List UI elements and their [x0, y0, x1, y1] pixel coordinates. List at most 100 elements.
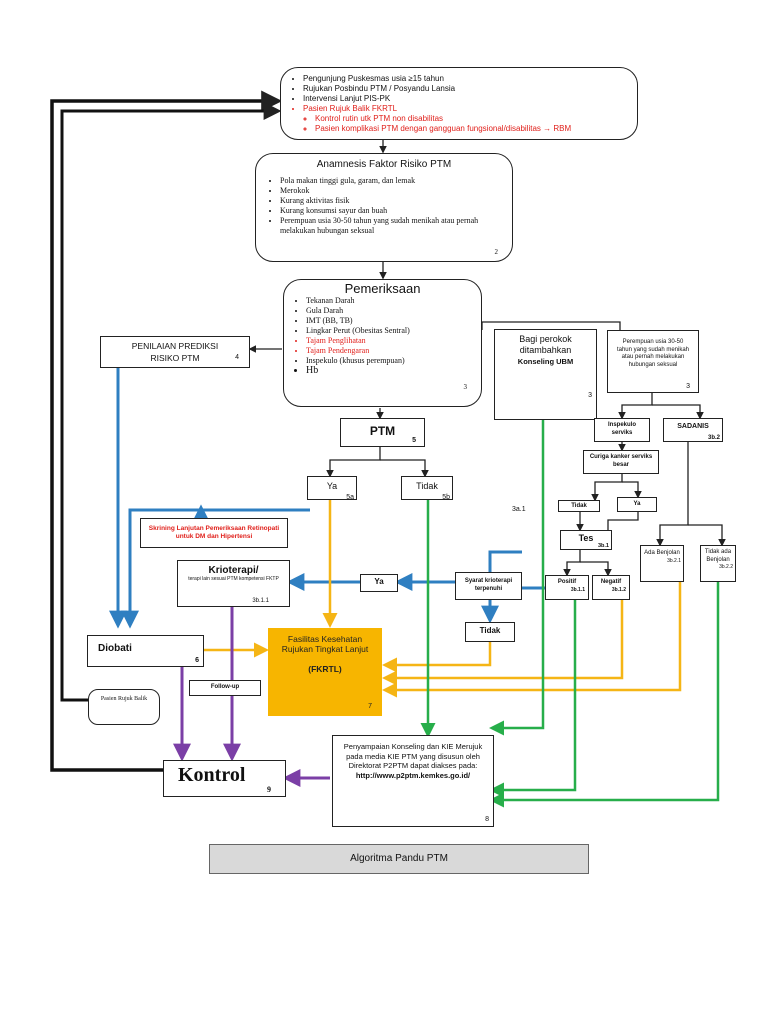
entry-criteria-list: Pengunjung Puskesmas usia ≥15 tahunRujuk… [289, 74, 629, 114]
positif-label: Positif [557, 579, 577, 585]
pemeriksaan-item: IMT (BB, TB) [306, 316, 473, 326]
entry-sub-list: Kontrol rutin utk PTM non disabilitasPas… [289, 114, 629, 134]
perempuan-number: 3 [686, 382, 690, 390]
krioterapi-number: 3b.1.1 [252, 598, 269, 604]
ptm-number: 5 [412, 437, 416, 444]
tidak-small-label: Tidak [571, 503, 587, 509]
diobati-number: 6 [195, 657, 199, 664]
fkrtl-name: Fasilitas Kesehatan Rujukan Tingkat Lanj… [281, 634, 369, 654]
pemeriksaan-item: Tajam Pendengaran [306, 346, 473, 356]
diagram-caption-text: Algoritma Pandu PTM [350, 853, 448, 864]
entry-criteria-item: Pengunjung Puskesmas usia ≥15 tahun [303, 74, 629, 84]
pemeriksaan-item: Lingkar Perut (Obesitas Sentral) [306, 326, 473, 336]
tidak-small-box: Tidak [558, 500, 600, 512]
syarat-text: Syarat krioterapi terpenuhi [464, 578, 513, 592]
negatif-number: 3b.1.2 [611, 586, 626, 593]
entry-criteria-box: Pengunjung Puskesmas usia ≥15 tahunRujuk… [280, 67, 638, 140]
diobati-label: Diobati [98, 643, 132, 654]
ya-small-label: Ya [633, 501, 641, 507]
perokok-box: Bagi perokok ditambahkan Konseling UBM 3 [494, 329, 597, 420]
negatif-box: Negatif 3b.1.2 [592, 575, 630, 600]
connector-kontrol-loop [50, 90, 283, 772]
pasien-rujuk-balik-box: Pasien Rujuk Balik [88, 689, 160, 725]
positif-box: Positif 3b.1.1 [545, 575, 589, 600]
kie-box: Penyampaian Konseling dan KIE Merujuk pa… [332, 735, 494, 827]
inspekulo-box: Inspekulo serviks [594, 418, 650, 442]
penilaian-prediksi-number: 4 [235, 354, 239, 361]
ada-benjolan-number: 3b.2.1 [667, 557, 681, 564]
followup-box: Follow-up [189, 680, 261, 696]
entry-sub-item: Pasien komplikasi PTM dengan gangguan fu… [315, 124, 629, 134]
fkrtl-abbrev: (FKRTL) [308, 664, 342, 674]
anamnesis-item: Kurang aktivitas fisik [280, 196, 502, 206]
pemeriksaan-list: Tekanan DarahGula DarahIMT (BB, TB)Lingk… [292, 296, 473, 376]
perokok-text: Bagi perokok ditambahkan [519, 334, 572, 355]
tes-box: Tes 3b.1 [560, 530, 612, 550]
anamnesis-item: Pola makan tinggi gula, garam, dan lemak [280, 176, 502, 186]
ya-krio-box: Ya [360, 574, 398, 592]
tidak-benjolan-box: Tidak ada Benjolan 3b.2.2 [700, 545, 736, 582]
sadanis-box: SADANIS 3b.2 [663, 418, 723, 442]
perokok-number: 3 [588, 392, 592, 399]
anamnesis-number: 2 [494, 248, 499, 256]
ada-benjolan-label: Ada Benjolan [644, 550, 680, 556]
krioterapi-sub: terapi lain sesuai PTM kompetensi FKTP [188, 576, 279, 582]
pemeriksaan-item: Inspekulo (khusus perempuan) [306, 356, 473, 366]
inspekulo-text: Inspekulo serviks [607, 422, 636, 436]
followup-label: Follow-up [210, 684, 240, 690]
entry-criteria-item: Rujukan Posbindu PTM / Posyandu Lansia [303, 84, 629, 94]
pemeriksaan-title: Pemeriksaan [344, 281, 421, 296]
penilaian-prediksi-label: PENILAIAN PREDIKSI RISIKO PTM [131, 341, 219, 363]
anamnesis-item: Merokok [280, 186, 502, 196]
anamnesis-item: Perempuan usia 30-50 tahun yang sudah me… [280, 216, 502, 236]
tidak-box: Tidak 5b [401, 476, 453, 501]
pemeriksaan-item: Gula Darah [306, 306, 473, 316]
ya-box: Ya 5a [307, 476, 357, 501]
entry-criteria-item: Intervensi Lanjut PIS-PK [303, 94, 629, 104]
skrining-lanjutan-text: Skrining Lanjutan Pemeriksaan Retinopati… [148, 525, 280, 540]
anamnesis-box: Anamnesis Faktor Risiko PTM Pola makan t… [255, 153, 513, 262]
connector-rujukbalik-loop [60, 102, 282, 702]
curiga-text: Curiga kanker serviks besar [589, 454, 653, 468]
perempuan-text: Perempuan usia 30-50 tahun yang sudah me… [616, 339, 690, 368]
kontrol-box: Kontrol 9 [163, 760, 286, 797]
kie-text: Penyampaian Konseling dan KIE Merujuk pa… [343, 742, 483, 770]
entry-criteria-item: Pasien Rujuk Balik FKRTL [303, 104, 629, 114]
tes-number: 3b.1 [597, 543, 609, 549]
pasien-rujuk-balik-text: Pasien Rujuk Balik [100, 696, 148, 702]
ya-small-box: Ya [617, 497, 657, 512]
pemeriksaan-box: Pemeriksaan Tekanan DarahGula DarahIMT (… [283, 279, 482, 407]
curiga-box: Curiga kanker serviks besar [583, 450, 659, 474]
ya-krio-label: Ya [374, 577, 384, 586]
ptm-label: PTM [369, 424, 396, 438]
ptm-box: PTM 5 [340, 418, 425, 447]
tidak-krio-label: Tidak [479, 626, 501, 635]
tidak-krio-box: Tidak [465, 622, 515, 642]
kie-url: http://www.p2ptm.kemkes.go.id/ [355, 770, 471, 780]
kontrol-number: 9 [267, 785, 271, 794]
fkrtl-number: 7 [368, 703, 372, 710]
fkrtl-box: Fasilitas Kesehatan Rujukan Tingkat Lanj… [268, 628, 382, 716]
tes-label: Tes [578, 533, 594, 543]
sadanis-number: 3b.2 [707, 435, 720, 441]
penilaian-prediksi-box: PENILAIAN PREDIKSI RISIKO PTM 4 [100, 336, 250, 368]
diobati-box: Diobati 6 [87, 635, 204, 667]
kie-number: 8 [485, 815, 489, 823]
kontrol-label: Kontrol [178, 764, 246, 786]
pemeriksaan-item: Hb [306, 366, 473, 376]
krioterapi-box: Krioterapi/ terapi lain sesuai PTM kompe… [177, 560, 290, 607]
pemeriksaan-item: Tekanan Darah [306, 296, 473, 306]
sadanis-text: SADANIS [677, 423, 709, 430]
ya-number: 5a [346, 494, 354, 501]
tidak-label: Tidak [416, 481, 438, 491]
pemeriksaan-item: Tajam Penglihatan [306, 336, 473, 346]
tidak-benjolan-label: Tidak ada Benjolan [704, 549, 732, 563]
syarat-box: Syarat krioterapi terpenuhi [455, 572, 522, 600]
tidak-number: 5b [442, 494, 450, 501]
perempuan-box: Perempuan usia 30-50 tahun yang sudah me… [607, 330, 699, 393]
entry-sub-item: Kontrol rutin utk PTM non disabilitas [315, 114, 629, 124]
negatif-label: Negatif [600, 579, 622, 585]
positif-number: 3b.1.1 [570, 586, 585, 593]
skrining-lanjutan-box: Skrining Lanjutan Pemeriksaan Retinopati… [140, 518, 288, 548]
